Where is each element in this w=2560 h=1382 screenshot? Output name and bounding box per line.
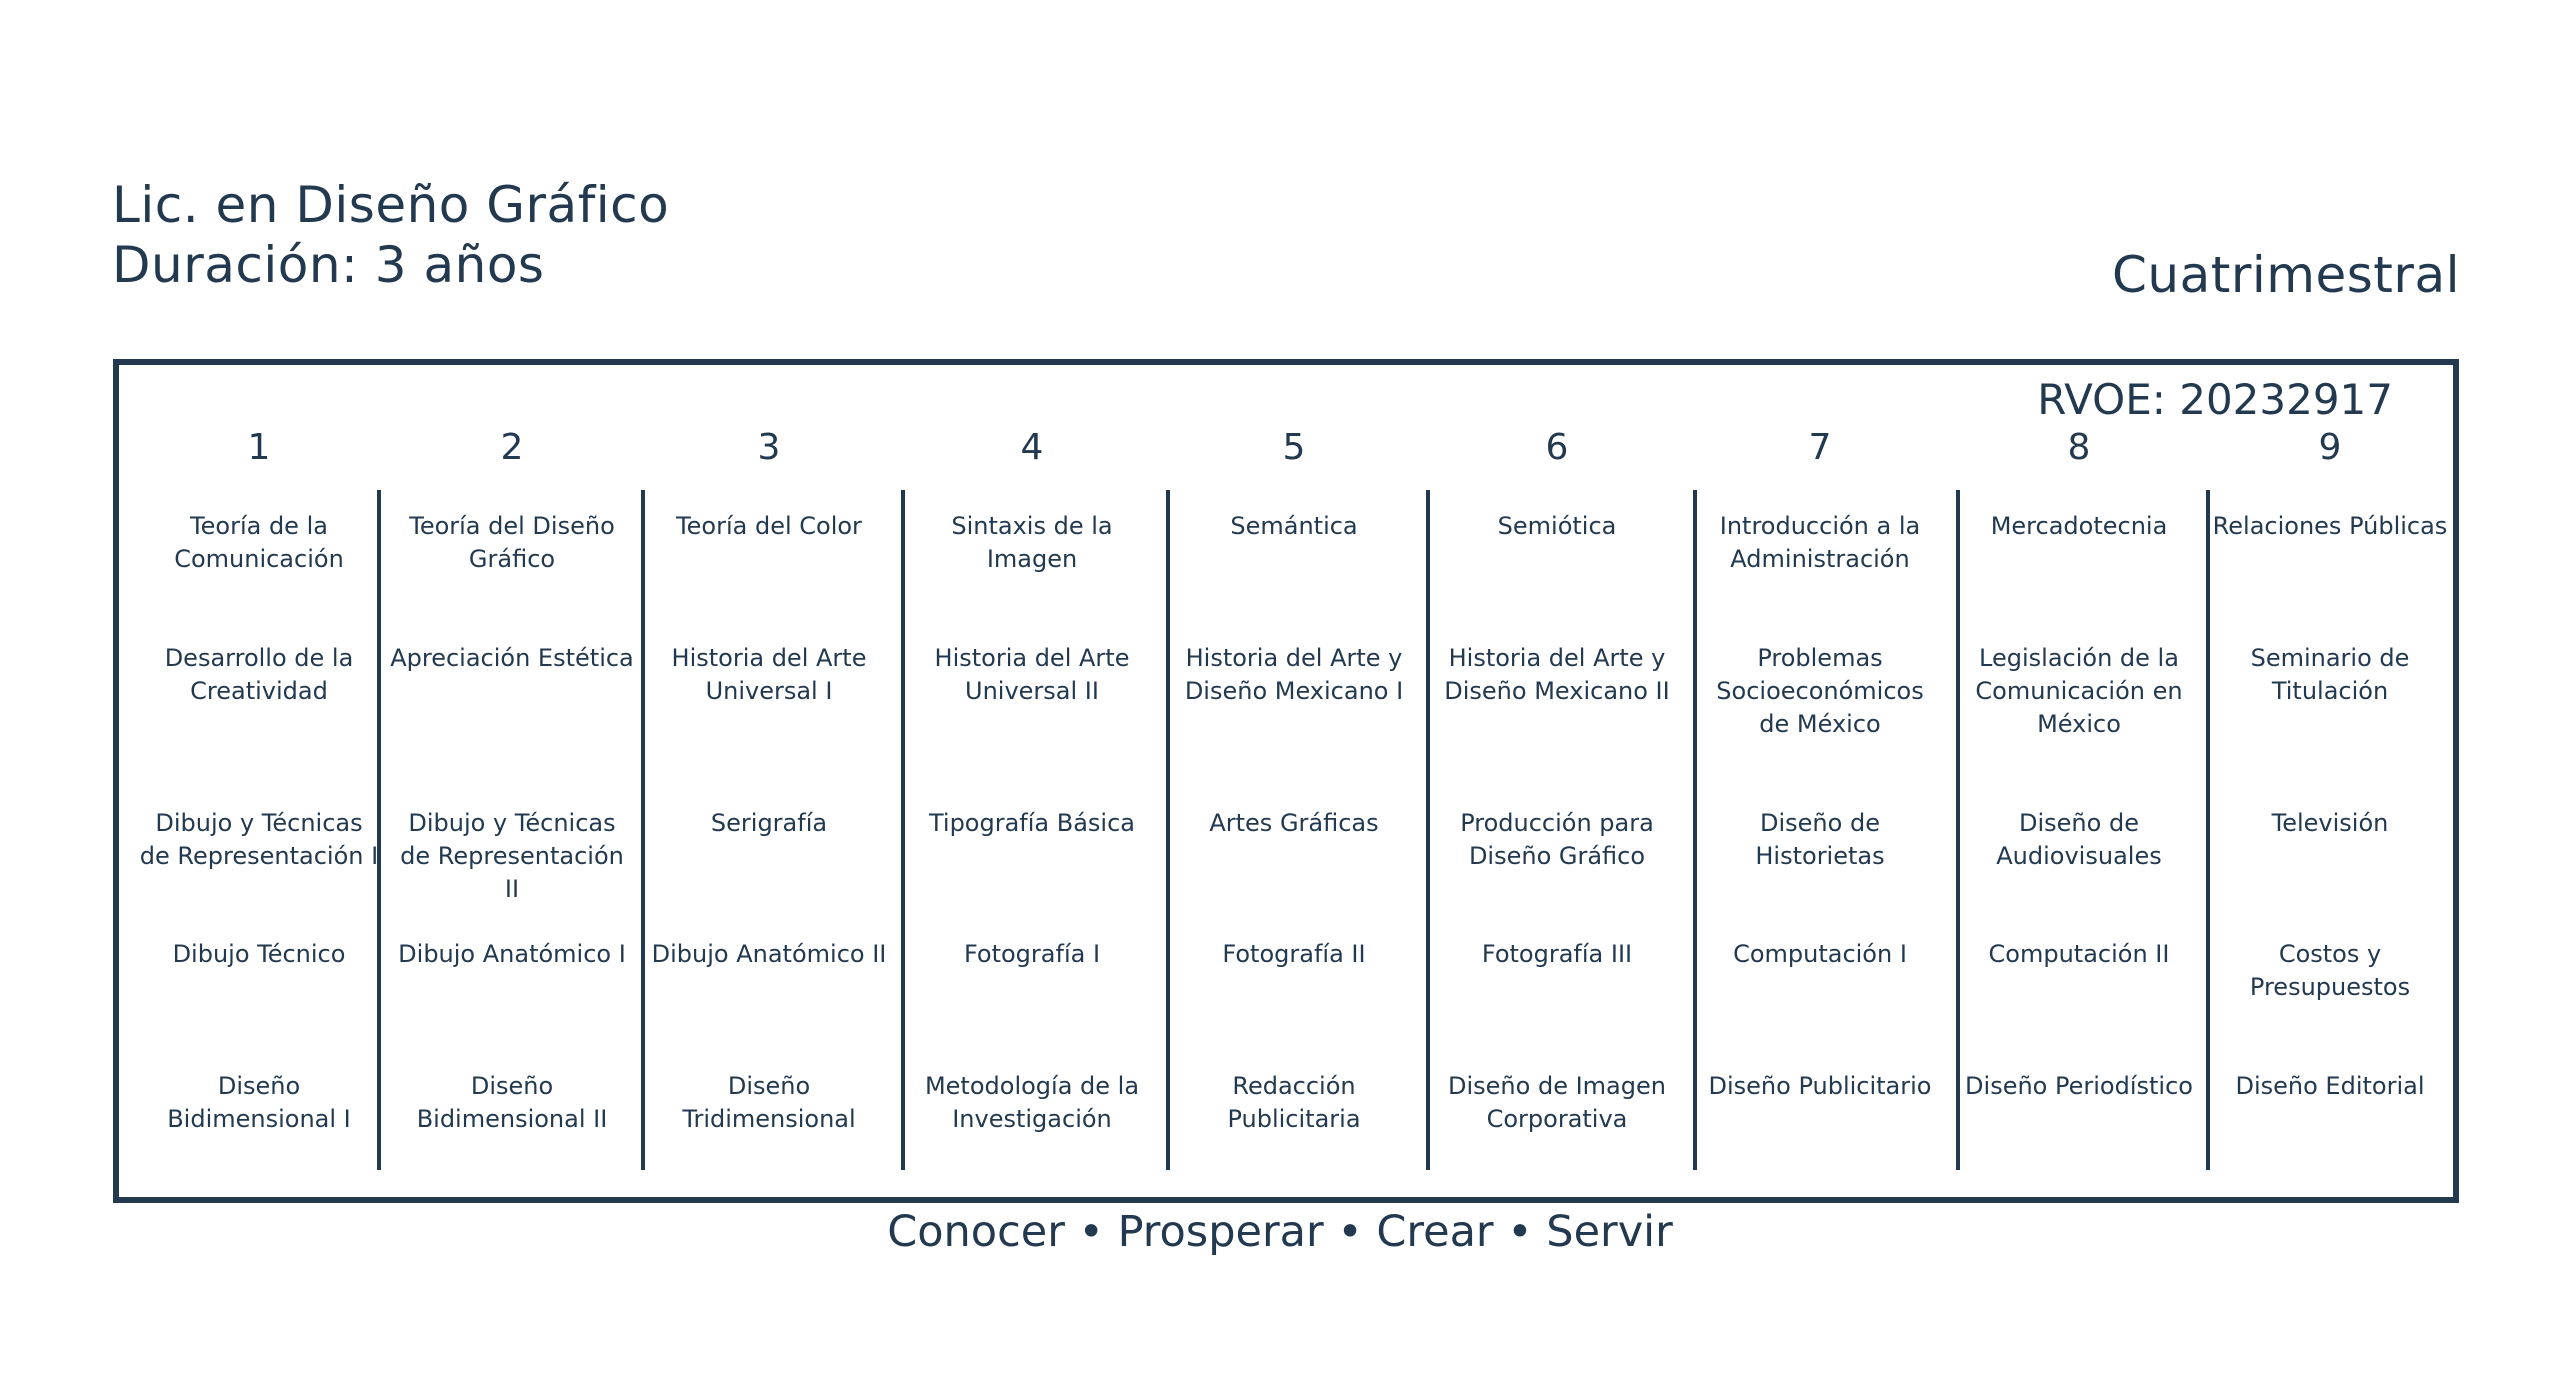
column-divider [641,490,645,1170]
subject-cell: Diseño de Imagen Corporativa [1448,1072,1666,1133]
subject-cell: Diseño Bidimensional I [167,1072,351,1133]
subject-cell: Computación II [1988,940,2170,968]
subject-cell: Apreciación Estética [390,644,634,672]
subject-cell: Artes Gráficas [1209,809,1379,837]
rvoe-code: RVOE: 20232917 [2037,375,2393,424]
column-divider [377,490,381,1170]
subject-cell: Historia del Arte y Diseño Mexicano II [1444,644,1670,705]
subject-cell: Diseño de Audiovisuales [1996,809,2162,870]
subject-cell: Legislación de la Comunicación en México [1975,644,2183,738]
subject-cell: Historia del Arte Universal II [934,644,1130,705]
subject-cell: Dibujo Técnico [172,940,346,968]
subject-cell: Dibujo y Técnicas de Representación II [400,809,624,903]
subject-cell: Teoría de la Comunicación [174,512,344,573]
column-divider [1956,490,1960,1170]
period-number: 5 [1282,427,1306,468]
subject-cell: Problemas Socioeconómicos de México [1716,644,1924,738]
subject-cell: Televisión [2271,809,2389,837]
subject-cell: Serigrafía [710,809,828,837]
subject-cell: Diseño Editorial [2235,1072,2425,1100]
subject-cell: Mercadotecnia [1990,512,2168,540]
subject-cell: Costos y Presupuestos [2249,940,2411,1001]
period-number: 4 [1020,427,1044,468]
subject-cell: Semiótica [1497,512,1617,540]
period-number: 3 [757,427,781,468]
slogan: Conocer • Prosperar • Crear • Servir [887,1207,1673,1257]
subject-cell: Diseño Bidimensional II [416,1072,608,1133]
subject-cell: Diseño de Historietas [1755,809,1885,870]
subject-cell: Computación I [1733,940,1907,968]
subject-cell: Desarrollo de la Creatividad [164,644,354,705]
subject-cell: Historia del Arte y Diseño Mexicano I [1184,644,1404,705]
column-divider [1166,490,1170,1170]
subject-cell: Diseño Tridimensional [682,1072,856,1133]
column-divider [901,490,905,1170]
program-title: Lic. en Diseño Gráfico [112,176,670,234]
subject-cell: Fotografía III [1481,940,1633,968]
period-number: 2 [500,427,524,468]
subject-cell: Producción para Diseño Gráfico [1460,809,1654,870]
period-number: 7 [1808,427,1832,468]
period-number: 8 [2067,427,2091,468]
subject-cell: Teoría del Diseño Gráfico [409,512,615,573]
subject-cell: Tipografía Básica [928,809,1135,837]
subject-cell: Diseño Periodístico [1965,1072,2193,1100]
subject-cell: Fotografía II [1222,940,1366,968]
subject-cell: Fotografía I [963,940,1101,968]
period-number: 1 [247,427,271,468]
subject-cell: Teoría del Color [676,512,862,540]
subject-cell: Historia del Arte Universal I [671,644,867,705]
subject-cell: Dibujo Anatómico II [651,940,887,968]
column-divider [2206,490,2210,1170]
period-number: 9 [2318,427,2342,468]
subject-cell: Redacción Publicitaria [1227,1072,1361,1133]
subject-cell: Relaciones Públicas [2212,512,2448,540]
subject-cell: Introducción a la Administración [1719,512,1921,573]
subject-cell: Dibujo Anatómico I [398,940,626,968]
program-duration: Duración: 3 años [112,236,545,294]
subject-cell: Diseño Publicitario [1708,1072,1932,1100]
column-divider [1426,490,1430,1170]
subject-cell: Dibujo y Técnicas de Representación I [139,809,379,870]
subject-cell: Semántica [1230,512,1358,540]
column-divider [1693,490,1697,1170]
program-header: Lic. en Diseño Gráfico Duración: 3 años [112,175,669,295]
period-number: 6 [1545,427,1569,468]
subject-cell: Metodología de la Investigación [924,1072,1140,1133]
program-mode: Cuatrimestral [2111,246,2460,304]
subject-cell: Seminario de Titulación [2250,644,2410,705]
subject-cell: Sintaxis de la Imagen [951,512,1113,573]
